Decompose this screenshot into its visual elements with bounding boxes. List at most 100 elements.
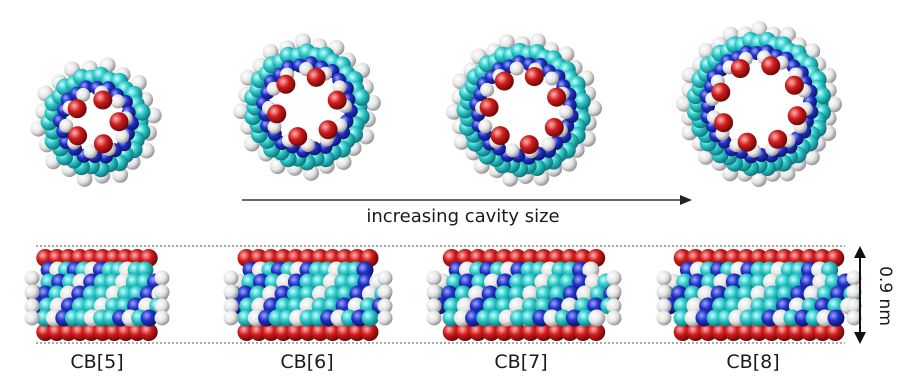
- oxygen-atom: [93, 134, 113, 154]
- oxygen-atom: [93, 90, 113, 110]
- hydrogen-atom: [262, 44, 279, 60]
- oxygen-atom: [495, 323, 514, 341]
- hydrogen-atom: [606, 270, 622, 286]
- carbon-atom: [287, 285, 304, 303]
- cavity-size-caption: increasing cavity size: [366, 206, 560, 227]
- oxygen-atom: [348, 323, 367, 341]
- oxygen-atom: [67, 99, 87, 119]
- oxygen-atom: [711, 323, 730, 341]
- hydrogen-atom: [750, 171, 767, 187]
- carbon-atom: [814, 87, 831, 105]
- oxygen-atom: [490, 126, 510, 146]
- oxygen-atom: [139, 323, 158, 341]
- top-view-cb5: [30, 57, 162, 187]
- carbon-atom: [299, 285, 317, 303]
- hydrogen-atom: [826, 96, 842, 113]
- carbon-atom: [573, 92, 591, 110]
- label-cb7: CB[7]: [494, 351, 548, 373]
- oxygen-atom: [813, 323, 832, 341]
- hydrogen-atom: [541, 137, 556, 152]
- carbon-atom: [495, 285, 513, 303]
- oxygen-atom: [673, 323, 692, 341]
- carbon-atom: [352, 88, 370, 106]
- carbon-atom: [133, 103, 151, 121]
- hydrogen-atom: [498, 34, 515, 51]
- hydrogen-atom: [377, 310, 393, 326]
- oxygen-atom: [524, 67, 544, 87]
- hydrogen-atom: [676, 95, 692, 112]
- hydrogen-atom: [154, 284, 170, 300]
- hydrogen-atom: [426, 270, 442, 286]
- hydrogen-atom: [83, 144, 98, 159]
- hydrogen-atom: [588, 309, 606, 327]
- hydrogen-atom: [478, 119, 493, 134]
- top-view-cb8: [676, 21, 842, 187]
- label-cb6: CB[6]: [280, 351, 334, 373]
- oxygen-atom: [762, 323, 781, 341]
- oxygen-atom: [237, 323, 256, 341]
- hydrogen-atom: [312, 285, 329, 303]
- hydrogen-atom: [335, 154, 352, 170]
- oxygen-atom: [534, 323, 553, 341]
- hydrogen-atom: [24, 310, 40, 326]
- hydrogen-atom: [750, 285, 768, 303]
- hydrogen-atom: [24, 298, 40, 314]
- oxygen-atom: [587, 323, 606, 341]
- oxygen-atom: [724, 323, 743, 341]
- oxygen-atom: [750, 323, 768, 341]
- oxygen-atom: [730, 59, 750, 79]
- oxygen-atom: [262, 323, 281, 341]
- hydrogen-atom: [606, 298, 622, 314]
- oxygen-atom: [267, 104, 287, 124]
- top-views: [30, 21, 842, 187]
- carbon-atom: [750, 297, 768, 315]
- carbon-atom: [508, 285, 526, 303]
- carbon-atom: [673, 297, 691, 315]
- oxygen-atom: [699, 249, 718, 267]
- hydrogen-atom: [480, 82, 495, 97]
- oxygen-atom: [299, 323, 317, 341]
- oxygen-atom: [800, 249, 819, 267]
- hydrogen-atom: [377, 270, 393, 286]
- hydrogen-atom: [656, 298, 672, 314]
- oxygen-atom: [327, 90, 347, 110]
- oxygen-atom: [699, 323, 718, 341]
- oxygen-atom: [286, 323, 305, 341]
- oxygen-atom: [750, 249, 768, 267]
- side-view-cb8: [656, 249, 862, 341]
- oxygen-atom: [560, 249, 579, 267]
- hydrogen-atom: [377, 298, 393, 314]
- carbon-atom: [509, 273, 527, 291]
- hydrogen-atom: [377, 284, 393, 300]
- oxygen-atom: [826, 323, 845, 341]
- oxygen-atom: [479, 97, 499, 117]
- oxygen-atom: [686, 323, 705, 341]
- carbon-atom: [521, 273, 539, 291]
- hydrogen-atom: [24, 270, 40, 286]
- hydrogen-atom: [223, 284, 239, 300]
- oxygen-atom: [494, 71, 514, 91]
- oxygen-atom: [469, 249, 488, 267]
- oxygen-atom: [306, 67, 326, 87]
- hydrogen-atom: [509, 61, 524, 76]
- oxygen-atom: [714, 113, 734, 133]
- hydrogen-atom: [115, 129, 130, 144]
- hydrogen-atom: [223, 310, 239, 326]
- hydrogen-atom: [656, 270, 672, 286]
- oxygen-atom: [508, 323, 527, 341]
- oxygen-atom: [737, 323, 756, 341]
- hydrogen-atom: [505, 143, 520, 158]
- oxygen-atom: [469, 323, 488, 341]
- hydrogen-atom: [154, 270, 170, 286]
- hydrogen-atom: [138, 142, 155, 159]
- hydrogen-atom: [656, 284, 672, 300]
- hydrogen-atom: [24, 284, 40, 300]
- hydrogen-atom: [426, 310, 442, 326]
- oxygen-atom: [288, 127, 308, 147]
- oxygen-atom: [323, 323, 342, 341]
- hydrogen-atom: [426, 284, 442, 300]
- top-view-cb7: [446, 33, 602, 187]
- oxygen-atom: [276, 74, 296, 94]
